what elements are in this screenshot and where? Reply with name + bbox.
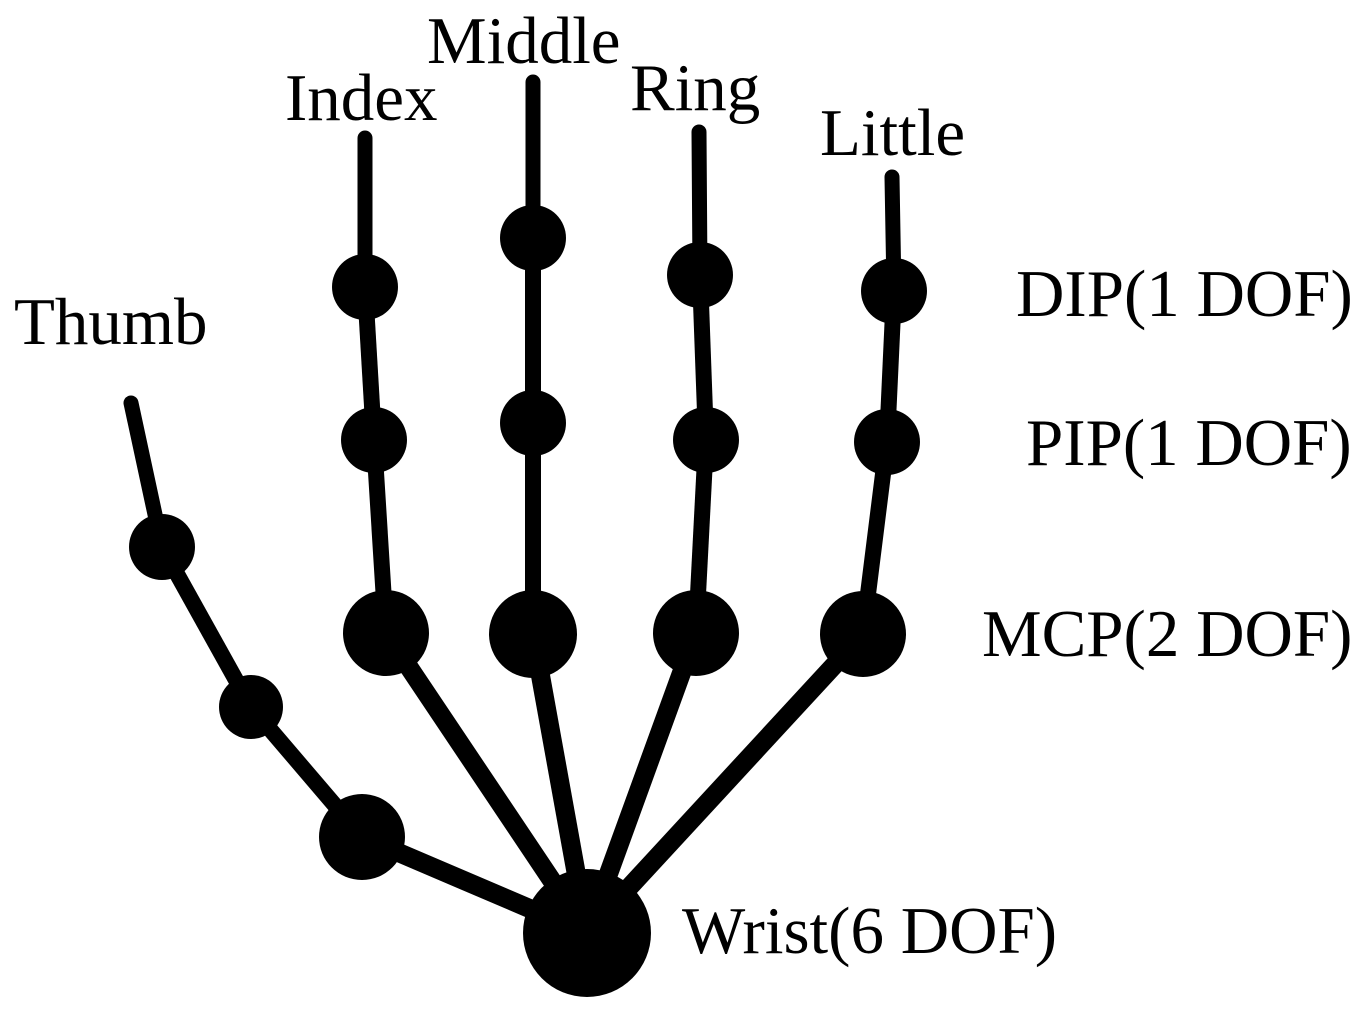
finger-label-thumb: Thumb <box>14 285 208 359</box>
wrist-label: Wrist(6 DOF) <box>682 894 1057 968</box>
joint-thumb-cmc <box>319 794 405 880</box>
bones-layer <box>123 74 902 942</box>
joint-row-label-mcp: MCP(2 DOF) <box>982 597 1352 671</box>
joint-little-dip <box>861 258 927 324</box>
joint-index-dip <box>332 254 398 320</box>
joint-middle-pip <box>500 390 566 456</box>
finger-label-ring: Ring <box>630 51 760 125</box>
joint-little-mcp <box>820 591 906 677</box>
finger-label-index: Index <box>285 61 438 135</box>
joint-middle-dip <box>500 205 566 271</box>
joint-ring-mcp <box>653 590 739 676</box>
joints-layer <box>129 205 927 997</box>
joint-ring-dip <box>667 242 733 308</box>
joint-middle-mcp <box>489 590 577 678</box>
wrist-joint <box>523 869 651 997</box>
joint-little-pip <box>854 409 920 475</box>
joint-ring-pip <box>673 407 739 473</box>
finger-label-middle: Middle <box>427 4 621 78</box>
joint-row-label-dip: DIP(1 DOF) <box>1016 257 1353 331</box>
joint-row-label-pip: PIP(1 DOF) <box>1026 406 1352 480</box>
joint-thumb-ip <box>129 514 195 580</box>
bone-little-to-wrist <box>580 627 870 940</box>
finger-label-little: Little <box>820 96 965 170</box>
joint-index-mcp <box>343 590 429 676</box>
joint-thumb-mcp <box>219 675 283 739</box>
joint-index-pip <box>341 407 407 473</box>
